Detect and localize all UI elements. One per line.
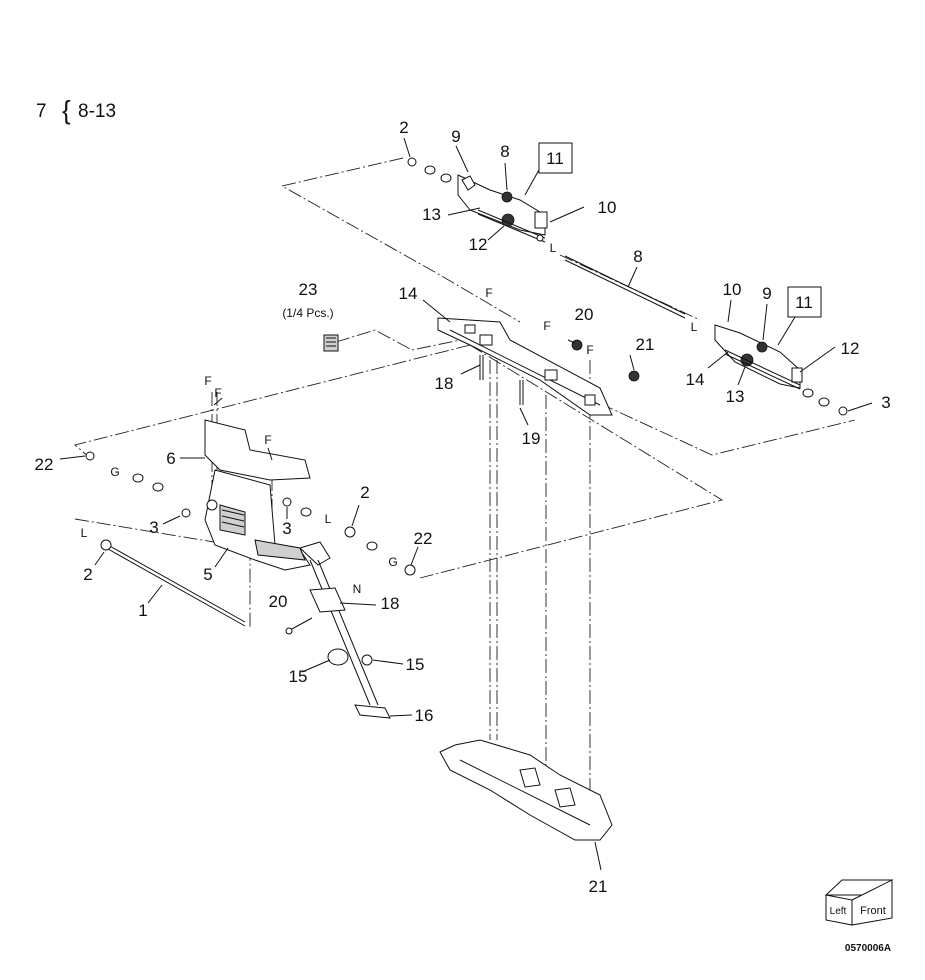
ring-3-right [838, 406, 848, 416]
marker-l: L [691, 320, 698, 334]
callout-19: 20 [269, 592, 288, 611]
quantity-note: (1/4 Pcs.) [282, 306, 333, 320]
upper-right-assembly [714, 324, 848, 416]
callout-23: 23 [299, 280, 318, 299]
callout-11a: 11 [546, 149, 564, 168]
callout-12: 12 [469, 235, 488, 254]
range-brace: { [62, 95, 71, 125]
callout-12-right: 13 [726, 387, 745, 406]
callout-20a: 20 [575, 305, 594, 324]
callout-8-right: 9 [762, 284, 771, 303]
guide-lines [74, 157, 856, 810]
upper-left-assembly [407, 157, 548, 243]
marker-f: F [204, 374, 211, 388]
callout-10-right: 12 [841, 339, 860, 358]
callout-22a: 22 [35, 455, 54, 474]
callout-2b: 2 [360, 483, 369, 502]
marker-g: G [110, 465, 119, 479]
callout-17: 18 [381, 594, 400, 613]
shaft-1 [100, 539, 246, 627]
pad-23 [323, 334, 339, 352]
marker-l: L [550, 241, 557, 255]
callouts: 2 9 8 13 10 12 8 10 9 12 14 13 3 23 (1/4… [35, 118, 891, 896]
cube-left-label: Left [830, 906, 847, 917]
marker-f: F [543, 319, 550, 333]
callout-3-right: 3 [881, 393, 890, 412]
plate-14 [437, 317, 640, 416]
screw-19 [289, 617, 313, 631]
frame-4 [204, 469, 311, 571]
bracket-9-right [714, 324, 801, 389]
orientation-cube: Left Front [824, 879, 894, 926]
range-text: 8-13 [78, 101, 116, 122]
marker-f: F [264, 433, 271, 447]
callout-3: 2 [399, 118, 408, 137]
marker-l: L [325, 512, 332, 526]
box-11a [538, 142, 573, 174]
callout-3d: 3 [282, 519, 291, 538]
tray-21-body [439, 739, 613, 841]
letter-markers: F F F F F F L L L L G G N [81, 241, 698, 596]
box-11b [787, 286, 822, 318]
lever-top [299, 541, 331, 566]
marker-f: F [586, 343, 593, 357]
gear-8-upper [501, 191, 513, 203]
callout-5: 6 [166, 449, 175, 468]
left-assembly [204, 419, 311, 571]
figure-id: 0570006A [845, 943, 891, 954]
callout-10: 10 [598, 198, 617, 217]
callout-18b: 19 [522, 429, 541, 448]
ring-3-upper [407, 157, 417, 167]
callout-21: 21 [589, 877, 608, 896]
boxed-callouts: 11 11 [538, 142, 822, 318]
leader-lines [59, 137, 873, 871]
callout-22b: 22 [414, 529, 433, 548]
callout-1: 1 [138, 601, 147, 620]
callout-8: 8 [500, 142, 509, 161]
nut-20b [628, 370, 640, 382]
callout-9-right: 10 [723, 280, 742, 299]
marker-g: G [388, 555, 397, 569]
lever-17 [309, 587, 346, 613]
roller-15a [327, 648, 349, 666]
callout-2a: 2 [83, 565, 92, 584]
marker-f: F [214, 386, 221, 400]
tray-21 [439, 739, 613, 841]
shaft-6 [564, 255, 686, 319]
callout-20b: 21 [636, 335, 655, 354]
callout-9: 9 [451, 127, 460, 146]
callout-4: 5 [203, 565, 212, 584]
callout-11b: 11 [795, 293, 813, 312]
callout-13-right: 14 [686, 370, 705, 389]
group-number: 7 [36, 101, 47, 122]
ring-22-left [85, 451, 95, 461]
cube-front-label: Front [860, 905, 886, 917]
marker-f: F [485, 286, 492, 300]
callout-15b: 15 [406, 655, 425, 674]
ring-2-mid [344, 526, 356, 538]
plate-16 [354, 704, 391, 719]
callout-16: 16 [415, 706, 434, 725]
ring-2-left [100, 539, 112, 551]
callout-18a: 18 [435, 374, 454, 393]
callout-15a: 15 [289, 667, 308, 686]
lever-assembly [285, 541, 391, 719]
marker-l: L [81, 526, 88, 540]
bracket-9-upper [457, 174, 546, 236]
marker-n: N [353, 582, 362, 596]
nut-20a [571, 339, 583, 351]
callout-14: 14 [399, 284, 418, 303]
ring-22-right [404, 564, 416, 576]
callout-3c: 3 [149, 518, 158, 537]
left-shaft-rings [85, 451, 416, 576]
callout-13: 13 [422, 205, 441, 224]
gear-8-right [756, 341, 768, 353]
bracket-5 [204, 419, 311, 481]
callout-6: 8 [633, 247, 642, 266]
roller-15b [361, 654, 373, 666]
